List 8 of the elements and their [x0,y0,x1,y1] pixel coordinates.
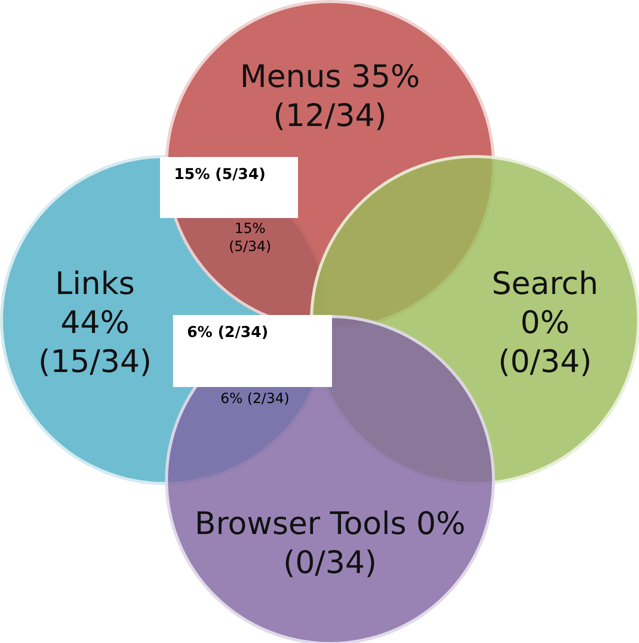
overlap-value: 15% (5/34) [228,220,272,256]
set-label: Browser Tools 0% (0/34) [194,505,466,582]
set-label: Menus 35% (12/34) [238,58,422,136]
overlap-callout: 15% (5/34) [160,157,298,218]
overlap-callout: 6% (2/34) [173,315,332,387]
set-label: Links 44% (15/34) [37,265,153,382]
set-label: Search 0% (0/34) [490,265,600,382]
overlap-value: 6% (2/34) [220,390,290,408]
